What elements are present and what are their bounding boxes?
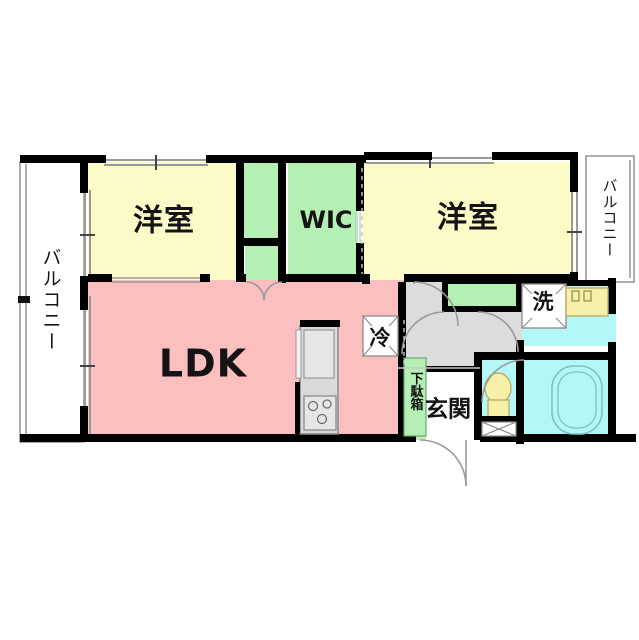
room-label-shoe-cabinet: 下駄箱	[408, 372, 424, 412]
room-fill-hall-closet	[446, 282, 518, 310]
room-fill-bedroom-right	[362, 162, 574, 280]
gas-stove	[303, 395, 337, 431]
room-label-balcony-left: バルコニー	[40, 248, 62, 353]
vanity-sink	[565, 287, 609, 317]
toilet-bowl	[482, 372, 516, 422]
room-fill-closet-strip	[240, 162, 282, 242]
entrance-partition-lines	[398, 320, 480, 369]
room-fill-wic	[288, 162, 358, 280]
closet-sliding-doors	[355, 168, 363, 274]
room-label-ldk: LDK	[159, 342, 248, 386]
structural-walls	[20, 152, 636, 444]
shoe-cabinet-box	[403, 357, 427, 437]
room-label-bedroom-right: 洋室	[437, 201, 499, 236]
room-fill-ldk	[88, 280, 404, 440]
refrigerator-space	[362, 315, 399, 357]
toilet-storage	[481, 421, 517, 437]
room-fill-balcony-left	[22, 164, 84, 440]
room-label-refrigerator: 冷	[370, 326, 391, 350]
room-fill-balcony-right	[588, 158, 632, 280]
washing-machine-space	[521, 283, 567, 329]
bathtub	[551, 365, 603, 435]
room-fill-bedroom-left	[88, 162, 240, 280]
room-label-washer: 洗	[533, 290, 554, 314]
room-label-balcony-right: バルコニー	[601, 178, 619, 258]
room-label-bedroom-left: 洋室	[133, 204, 195, 239]
room-label-entrance: 玄関	[425, 396, 471, 423]
room-label-wic: WIC	[299, 206, 352, 234]
room-fill-closet-strip-lower	[245, 246, 282, 280]
door-swings	[112, 277, 525, 487]
balcony-left-rail-post	[18, 296, 30, 303]
